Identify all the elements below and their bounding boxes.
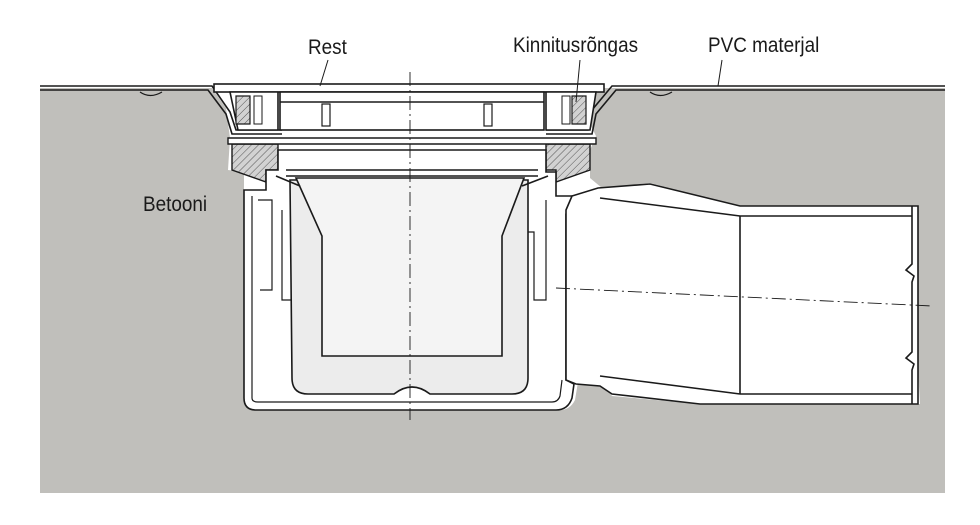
label-fixing-ring: Kinnitusrõngas bbox=[513, 34, 639, 57]
concrete-area bbox=[40, 88, 920, 493]
label-pvc-material: PVC materjal bbox=[708, 34, 820, 57]
grate-frame bbox=[213, 83, 605, 131]
pipe-socket bbox=[565, 183, 919, 405]
label-grate: Rest bbox=[308, 36, 347, 59]
odour-trap bbox=[275, 169, 549, 395]
outlet-pipe bbox=[565, 183, 919, 405]
concrete-area-right bbox=[588, 88, 945, 493]
pipe-axis bbox=[555, 287, 933, 307]
label-concrete: Betooni bbox=[143, 193, 208, 216]
centre-lines bbox=[409, 72, 933, 420]
leader-lines bbox=[319, 59, 723, 103]
concrete-slab bbox=[40, 88, 945, 493]
